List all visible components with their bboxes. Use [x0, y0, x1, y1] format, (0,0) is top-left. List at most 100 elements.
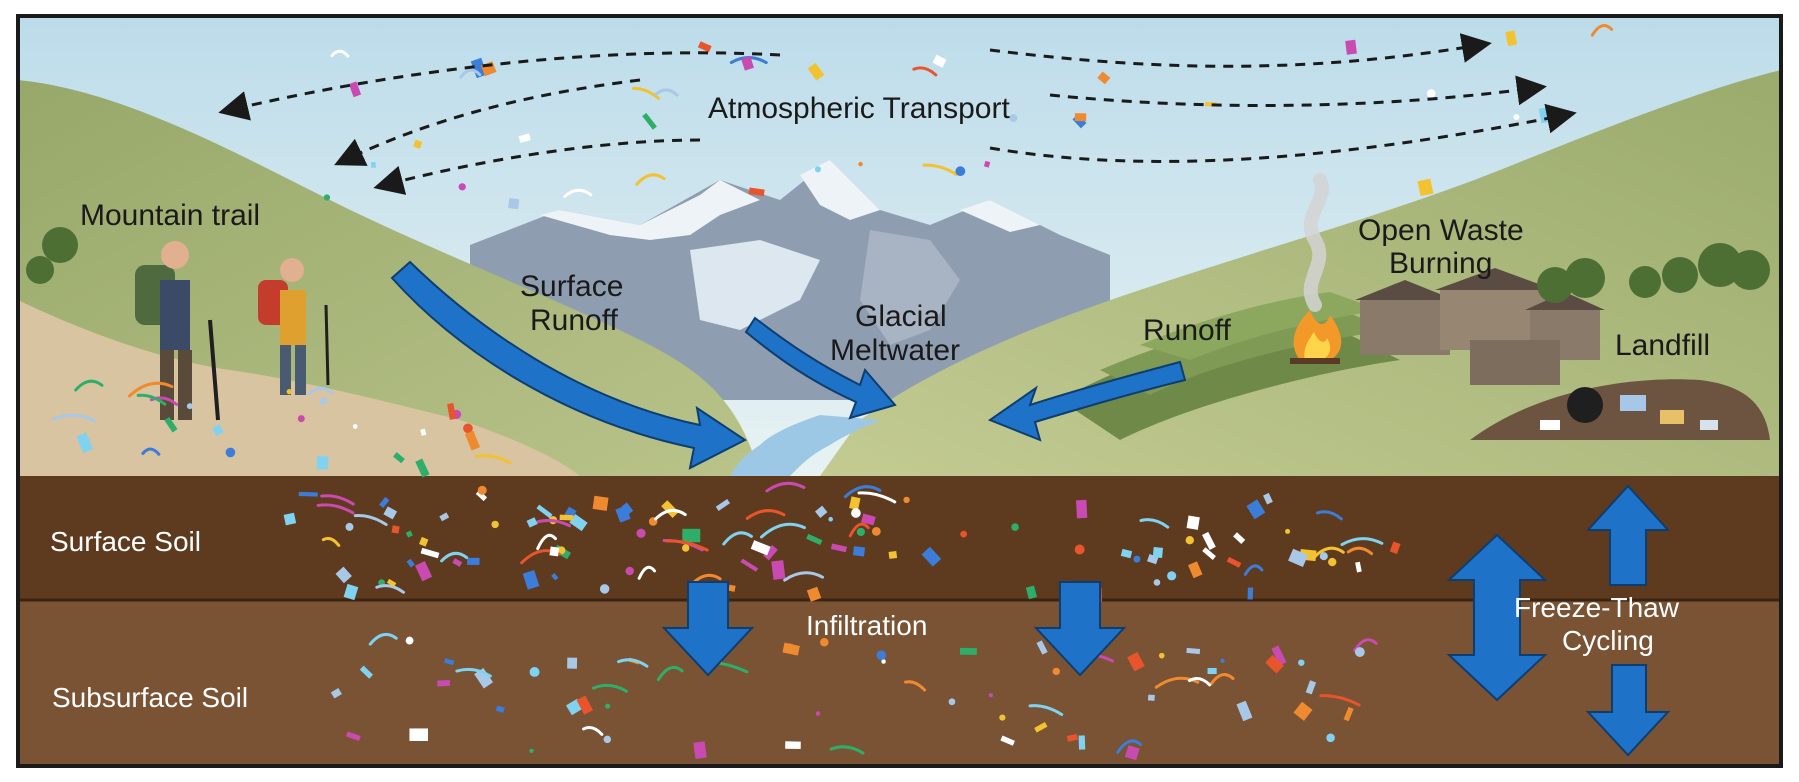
label-open-waste-burning-line2: Burning	[1389, 247, 1492, 280]
microplastic-fragment	[815, 711, 821, 716]
microplastic-fragment	[636, 528, 646, 538]
microplastic-fragment	[467, 557, 480, 566]
microplastic-fragment	[1120, 548, 1133, 559]
freeze-thaw-arrows	[1446, 484, 1671, 757]
microplastic-fragment	[635, 173, 666, 186]
microplastic-fragment	[1389, 541, 1401, 554]
microplastic-fragment	[477, 485, 487, 495]
microplastic-fragment	[345, 731, 361, 741]
microplastic-fragment	[368, 632, 398, 646]
label-surface-runoff-line1: Surface	[520, 270, 623, 303]
microplastic-fragment	[474, 454, 512, 465]
microplastic-fragment	[1319, 694, 1361, 707]
hiker-figure	[258, 258, 330, 395]
label-infiltration: Infiltration	[806, 610, 927, 641]
microplastic-fragment	[452, 558, 463, 567]
microplastic-fragment	[1124, 745, 1140, 761]
microplastic-fragment	[1355, 561, 1362, 573]
microplastic-fragment	[959, 647, 977, 655]
smoke-plume	[1303, 173, 1329, 312]
microplastic-fragment	[912, 66, 938, 77]
microplastic-fragment	[447, 403, 457, 420]
label-freeze-thaw-line1: Freeze-Thaw	[1514, 592, 1680, 623]
microplastic-fragment	[682, 528, 701, 543]
microplastic-fragment	[330, 49, 350, 58]
meltwater-river	[730, 415, 880, 476]
microplastic-fragment	[1097, 71, 1111, 85]
microplastic-fragment	[1207, 667, 1217, 675]
microplastic-fragment	[1186, 515, 1200, 530]
microplastic-fragment	[439, 512, 450, 522]
microplastic-fragment	[1247, 587, 1254, 600]
microplastic-fragment	[1288, 548, 1308, 567]
label-open-waste-burning-line1: Open Waste	[1358, 214, 1524, 247]
microplastic-fragment	[599, 584, 610, 594]
microplastic-fragment	[458, 183, 466, 191]
microplastic-fragment	[323, 194, 331, 201]
microplastic-fragment	[1167, 571, 1177, 581]
microplastic-fragment	[617, 658, 649, 668]
infiltration-arrows	[661, 581, 1127, 677]
microplastic-fragment	[1354, 647, 1365, 658]
microplastic-fragment	[955, 166, 966, 177]
microplastic-fragment	[693, 741, 707, 759]
microplastic-fragment	[1011, 523, 1019, 531]
microplastic-fragment	[379, 496, 390, 509]
microplastic-fragment	[642, 112, 657, 130]
microplastic-fragment	[127, 381, 174, 398]
microplastic-fragment	[464, 430, 481, 451]
microplastic-fragment	[1233, 532, 1246, 545]
microplastic-fragment	[637, 565, 657, 580]
microplastic-fragment	[136, 393, 167, 406]
microplastic-fragment	[1209, 673, 1235, 686]
microplastic-fragment	[1036, 640, 1048, 655]
microplastic-fragment	[316, 455, 329, 470]
microplastic-fragment	[1147, 694, 1155, 701]
microplastic-fragment	[557, 546, 566, 555]
microplastic-fragment	[922, 163, 958, 176]
microplastic-fragment	[1028, 704, 1064, 716]
microplastic-fragment	[1417, 178, 1434, 197]
microplastic-fragment	[1133, 555, 1141, 563]
microplastic-fragment	[330, 687, 342, 699]
microplastic-fragment	[391, 525, 400, 534]
microplastic-fragment	[654, 509, 687, 521]
microplastic-fragment	[375, 584, 406, 594]
microplastic-fragment	[1505, 30, 1517, 47]
microplastic-fragment	[1319, 552, 1328, 561]
microplastic-fragment	[225, 447, 236, 458]
microplastic-fragment	[1353, 638, 1378, 652]
microplastic-fragment	[903, 496, 910, 504]
label-mountain-trail: Mountain trail	[80, 199, 260, 232]
microplastic-fragment	[348, 81, 362, 98]
microplastic-fragment	[876, 650, 887, 660]
microplastic-fragment	[783, 571, 825, 582]
microplastic-fragment	[948, 698, 956, 706]
microplastic-fragment	[904, 680, 927, 692]
microplastic-fragment	[881, 659, 886, 664]
microplastic-fragment	[1074, 113, 1087, 122]
microplastic-fragment	[625, 566, 634, 576]
microplastic-fragment	[814, 166, 822, 173]
microplastic-fragment	[141, 447, 161, 456]
microplastic-fragment	[383, 506, 398, 520]
microplastic-fragment	[1202, 547, 1216, 560]
microplastic-fragment	[1116, 739, 1143, 754]
microplastic-fragment	[603, 735, 612, 744]
microplastic-fragment	[1298, 659, 1305, 666]
microplastic-fragment	[932, 54, 947, 68]
microplastic-fragment	[1078, 735, 1086, 750]
microplastic-fragment	[782, 642, 800, 656]
microplastic-fragment	[298, 491, 318, 497]
microplastic-fragment	[559, 514, 574, 521]
microplastic-fragment	[697, 41, 712, 53]
microplastic-fragment	[76, 432, 94, 454]
microplastic-fragment	[759, 522, 806, 539]
microplastic-fragment	[681, 544, 690, 552]
microplastic-fragment	[999, 714, 1006, 721]
microplastic-fragment	[861, 513, 876, 526]
microplastic-fragment	[413, 139, 423, 149]
microplastic-fragment	[297, 415, 305, 423]
microplastic-fragment	[820, 638, 829, 647]
microplastic-fragment	[871, 526, 881, 536]
